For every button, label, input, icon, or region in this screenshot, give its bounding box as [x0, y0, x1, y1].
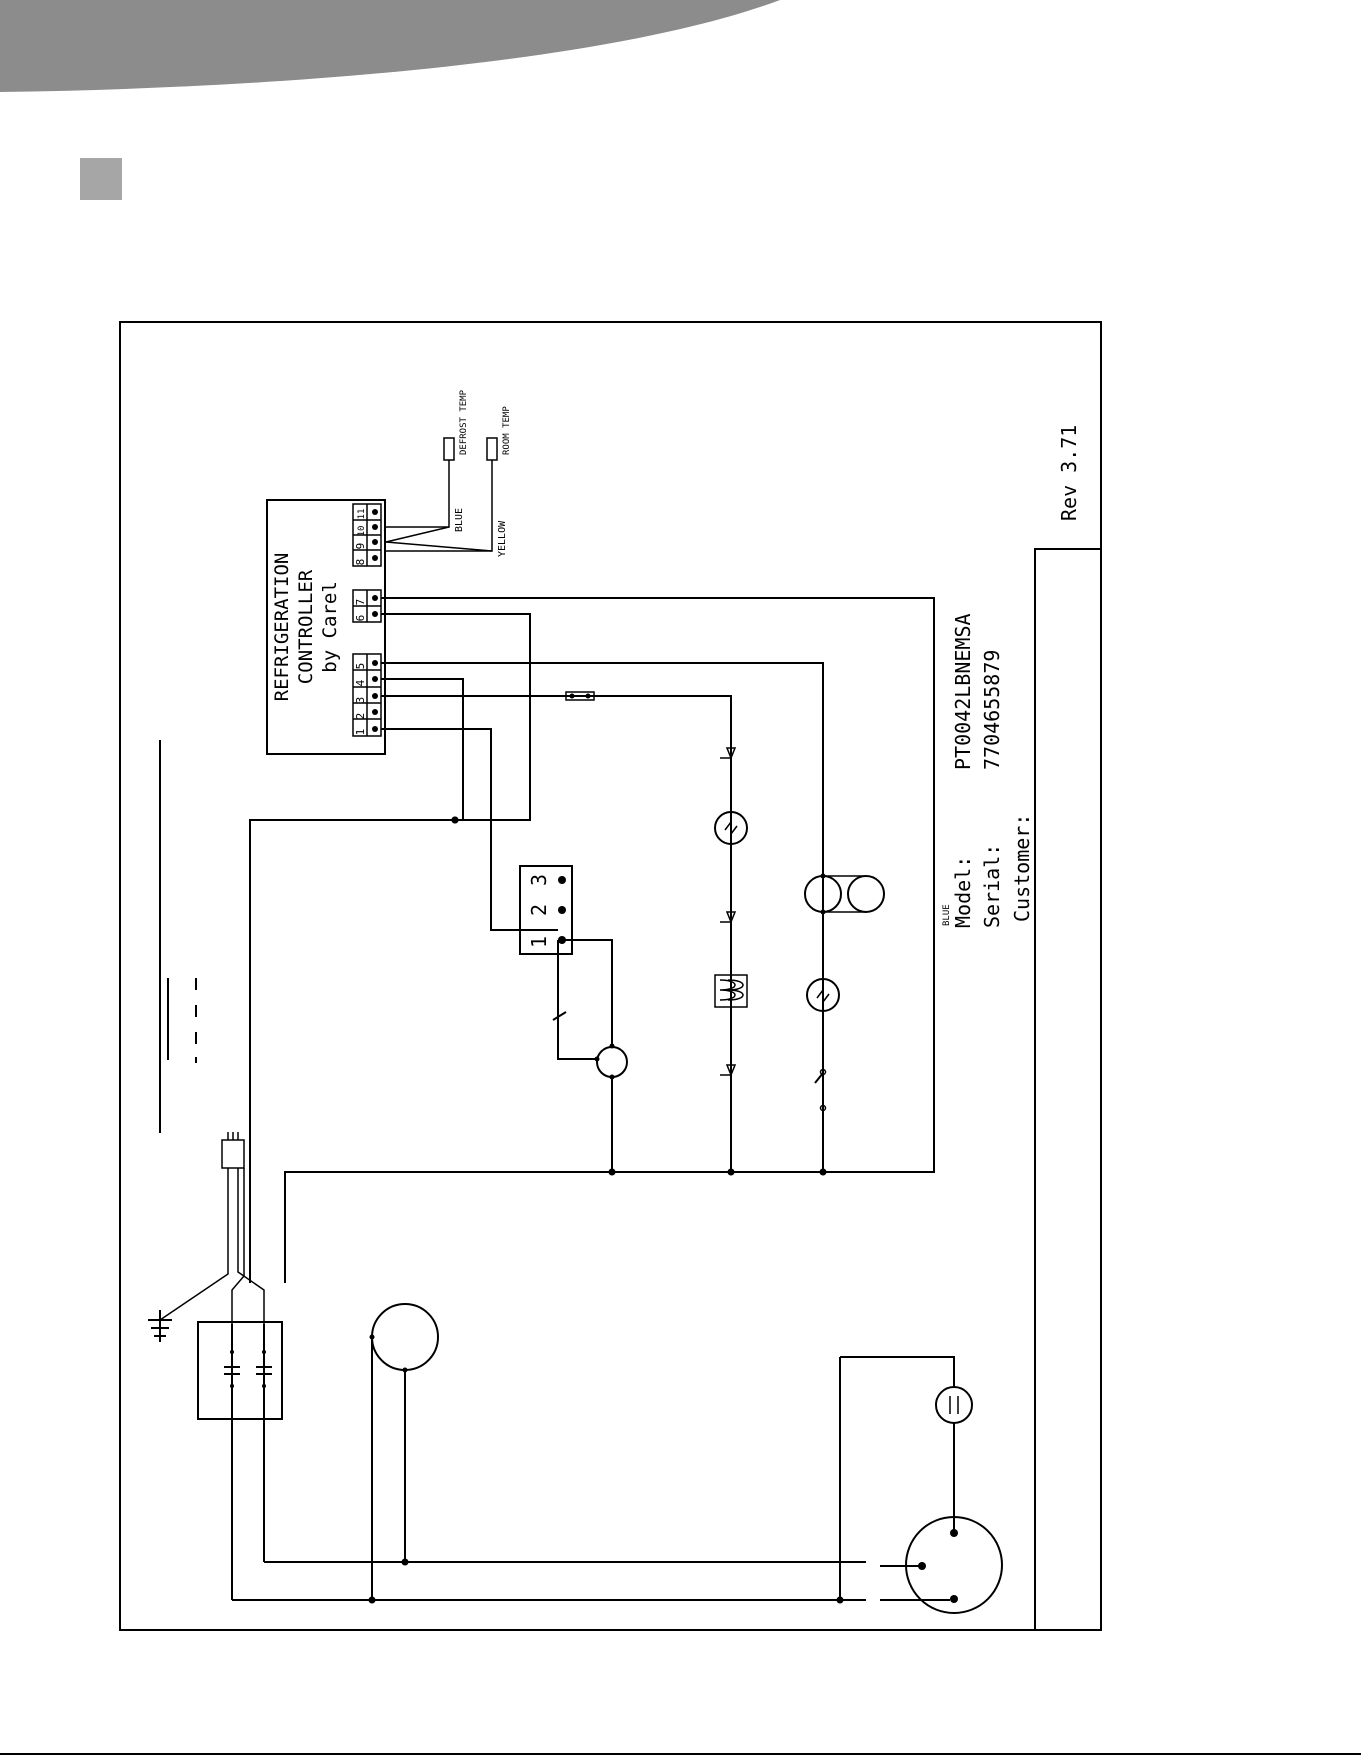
serial-label: Serial: — [980, 844, 1004, 928]
evaporator-fan-branch — [715, 696, 747, 1176]
terminal-2-label: 2 — [354, 713, 367, 720]
relay-terminal-3: 3 — [527, 874, 551, 886]
defrost-branch — [805, 874, 884, 1176]
wire-yellow-label: YELLOW — [497, 520, 508, 557]
terminal-3-label: 3 — [354, 697, 367, 704]
relay-terminal-2: 2 — [527, 904, 551, 916]
terminal-7-label: 7 — [354, 599, 367, 606]
terminal-5-label: 5 — [354, 663, 367, 670]
compressor-branch — [553, 940, 627, 1176]
controller-title-line1: REFRIGERATION — [271, 553, 293, 702]
defrost-temp-sensor: DEFROST TEMP BLUE — [386, 389, 469, 542]
compressor-motor-symbol — [597, 1047, 627, 1077]
terminal-8-label: 8 — [354, 559, 367, 566]
room-temp-label: ROOM TEMP — [502, 406, 512, 455]
neutral-bus — [452, 778, 464, 824]
lamp-receptacle — [232, 1357, 1002, 1613]
title-block — [1035, 549, 1101, 1630]
model-label: Model: — [951, 856, 975, 928]
customer-label: Customer: — [1010, 814, 1034, 922]
relay-terminal-1: 1 — [527, 936, 551, 948]
serial-value: 7704655879 — [980, 650, 1004, 770]
terminal-9-label: 9 — [354, 543, 367, 550]
terminal-11-label: 11 — [357, 509, 367, 520]
terminal-10-label: 10 — [357, 526, 367, 537]
model-value: PT0042LBNEMSA — [951, 613, 975, 770]
terminal-4-label: 4 — [354, 679, 367, 686]
footer-rule — [0, 1753, 1361, 1755]
controller-title-line2: CONTROLLER — [295, 569, 317, 684]
refrigeration-controller: REFRIGERATION CONTROLLER by Carel 1 2 3 … — [267, 500, 385, 754]
power-cord-plug — [160, 1132, 264, 1324]
revision-label: Rev 3.71 — [1057, 425, 1081, 521]
wire-blue-label: BLUE — [454, 508, 465, 532]
terminal-6-label: 6 — [354, 615, 367, 622]
controller-title-line3: by Carel — [319, 581, 341, 673]
terminal-1-label: 1 — [354, 729, 367, 736]
terminal-box — [198, 1322, 282, 1600]
condenser-motor — [370, 1304, 439, 1600]
legend-lines — [160, 740, 196, 1133]
defrost-temp-label: DEFROST TEMP — [459, 389, 469, 455]
